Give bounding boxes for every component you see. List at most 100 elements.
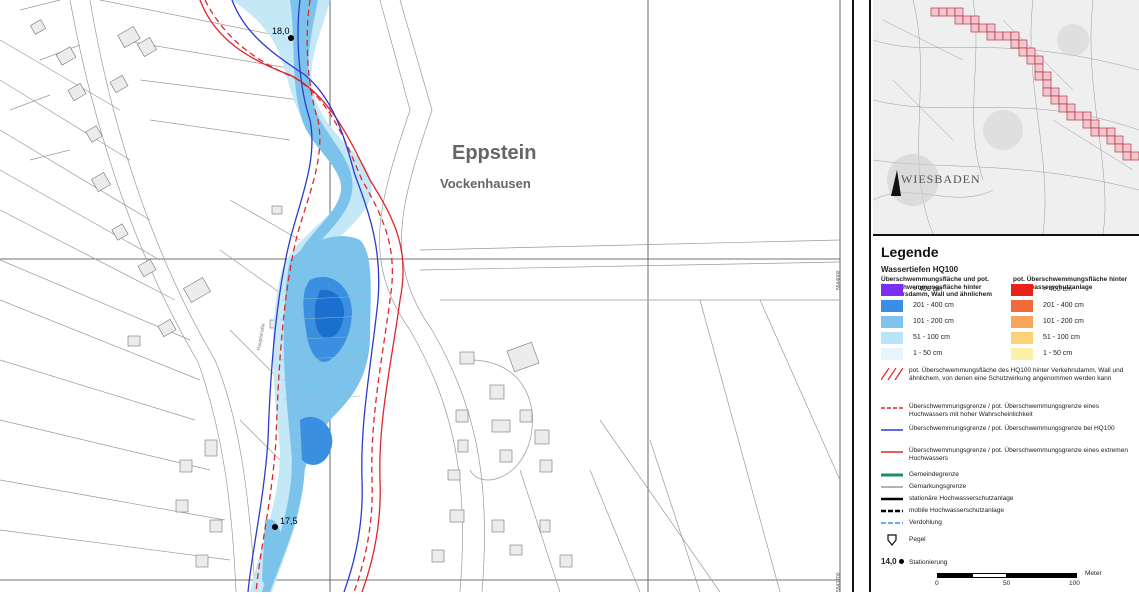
admin-boundary-text-4: Verdohlung (909, 519, 942, 526)
overview-tile[interactable] (954, 15, 964, 25)
admin-boundary-text-1: Gemarkungsgrenze (909, 483, 967, 490)
overview-tiles (930, 7, 1139, 161)
overview-tile[interactable] (962, 15, 972, 25)
admin-boundary-text-0: Gemeindegrenze (909, 471, 959, 478)
overview-tile[interactable] (946, 7, 956, 17)
overview-tile[interactable] (930, 7, 940, 17)
overview-tile[interactable] (1106, 135, 1116, 145)
overview-tile[interactable] (978, 23, 988, 33)
overview-tile[interactable] (1050, 95, 1060, 105)
overview-tile[interactable] (1130, 151, 1139, 161)
station-marker-18[interactable] (288, 35, 294, 41)
flood-water (232, 0, 372, 592)
overview-tile[interactable] (1122, 151, 1132, 161)
north-arrow-icon (891, 170, 901, 196)
depth-swatch-left-2 (881, 316, 903, 328)
admin-boundary-symbol-3 (881, 509, 903, 513)
depth-range-left-3: 51 - 100 cm (913, 334, 950, 341)
scale-label-50: 50 (1003, 580, 1011, 587)
overview-tile[interactable] (1010, 31, 1020, 41)
map-canvas (0, 0, 841, 593)
grid-label-bottom: 5543700 (836, 572, 842, 592)
overview-tile[interactable] (1106, 127, 1116, 137)
depth-range-right-1: 201 - 400 cm (1043, 302, 1084, 309)
overview-tile[interactable] (1026, 47, 1036, 57)
overview-tile[interactable] (1042, 71, 1052, 81)
station-label: Stationierung (909, 559, 948, 566)
overview-tile[interactable] (1090, 127, 1100, 137)
pegel-label: Pegel (909, 536, 926, 543)
overview-tile[interactable] (1098, 127, 1108, 137)
boundary-line-text-2: Überschwemmungsgrenze / pot. Überschwemm… (909, 447, 1128, 462)
overview-tile[interactable] (1074, 111, 1084, 121)
boundary-line-text-1: Überschwemmungsgrenze / pot. Überschwemm… (909, 425, 1115, 432)
scale-label-100: 100 (1069, 580, 1080, 587)
overview-tile[interactable] (1034, 55, 1044, 65)
overview-tile[interactable] (1090, 119, 1100, 129)
flood-map[interactable]: 18,0 17,5 Eppstein Vockenhausen Hauptstr… (0, 0, 852, 593)
depth-swatch-left-1 (881, 300, 903, 312)
legend-column-right-head: pot. Überschwemmungsfläche hinter Hochwa… (1013, 276, 1128, 291)
overview-tile[interactable] (1042, 87, 1052, 97)
hatch-symbol (881, 368, 903, 380)
overview-tile[interactable] (1066, 111, 1076, 121)
scale-bar (937, 573, 1077, 578)
overview-tile[interactable] (1034, 63, 1044, 73)
overview-tile[interactable] (1018, 39, 1028, 49)
boundary-line-text-0: Überschwemmungsgrenze / pot. Überschwemm… (909, 403, 1100, 418)
overview-tile[interactable] (1114, 135, 1124, 145)
overview-tile[interactable] (1114, 143, 1124, 153)
place-title: Eppstein (452, 142, 537, 164)
station-sample: 14,0 (881, 558, 904, 566)
overview-tile[interactable] (1082, 111, 1092, 121)
depth-range-left-1: 201 - 400 cm (913, 302, 954, 309)
overview-tile[interactable] (986, 31, 996, 41)
station-marker-17-5[interactable] (272, 524, 278, 530)
map-grid (0, 0, 841, 592)
depth-swatch-right-1 (1011, 300, 1033, 312)
scale-unit: Meter (1085, 570, 1102, 577)
depth-range-right-2: 101 - 200 cm (1043, 318, 1084, 325)
parcel-lines (0, 0, 841, 593)
overview-tile[interactable] (1082, 119, 1092, 129)
overview-tile[interactable] (1058, 103, 1068, 113)
legend-subtitle: Wassertiefen HQ100 (881, 265, 959, 274)
overview-tile[interactable] (1066, 103, 1076, 113)
overview-tile[interactable] (1034, 71, 1044, 81)
depth-range-left-4: 1 - 50 cm (913, 350, 943, 357)
station-markers (272, 35, 294, 530)
depth-range-right-3: 51 - 100 cm (1043, 334, 1080, 341)
overview-tile[interactable] (954, 7, 964, 17)
depth-swatch-left-3 (881, 332, 903, 344)
overview-tile[interactable] (970, 15, 980, 25)
hatch-text: pot. Überschwemmungsfläche des HQ100 hin… (909, 367, 1124, 382)
overview-tile[interactable] (986, 23, 996, 33)
depth-swatch-right-2 (1011, 316, 1033, 328)
panel-divider-right (869, 0, 871, 592)
station-label-18: 18,0 (272, 26, 290, 36)
overview-tile[interactable] (1018, 47, 1028, 57)
overview-tile[interactable] (1010, 39, 1020, 49)
pegel-icon (887, 534, 897, 546)
overview-tile[interactable] (970, 23, 980, 33)
depth-swatch-right-4 (1011, 348, 1033, 360)
boundary-line-symbol-1 (881, 429, 903, 431)
admin-boundary-symbol-4 (881, 522, 903, 524)
overview-tile[interactable] (1122, 143, 1132, 153)
overview-tile[interactable] (938, 7, 948, 17)
admin-boundary-symbol-2 (881, 497, 903, 501)
overview-tile[interactable] (994, 31, 1004, 41)
admin-boundary-text-2: stationäre Hochwasserschutzanlage (909, 495, 1014, 502)
overview-map[interactable]: WIESBADEN (873, 0, 1139, 236)
overview-tile[interactable] (1058, 95, 1068, 105)
overview-tile[interactable] (1050, 87, 1060, 97)
overview-tile[interactable] (1026, 55, 1036, 65)
overview-tile[interactable] (1042, 79, 1052, 89)
overview-tile[interactable] (1002, 31, 1012, 41)
legend-title: Legende (881, 244, 939, 260)
flood-hatch (279, 295, 371, 401)
boundary-line-symbol-2 (881, 451, 903, 453)
boundary-line-symbol-0 (881, 407, 903, 409)
admin-boundary-symbol-1 (881, 486, 903, 488)
place-subtitle: Vockenhausen (440, 176, 531, 191)
